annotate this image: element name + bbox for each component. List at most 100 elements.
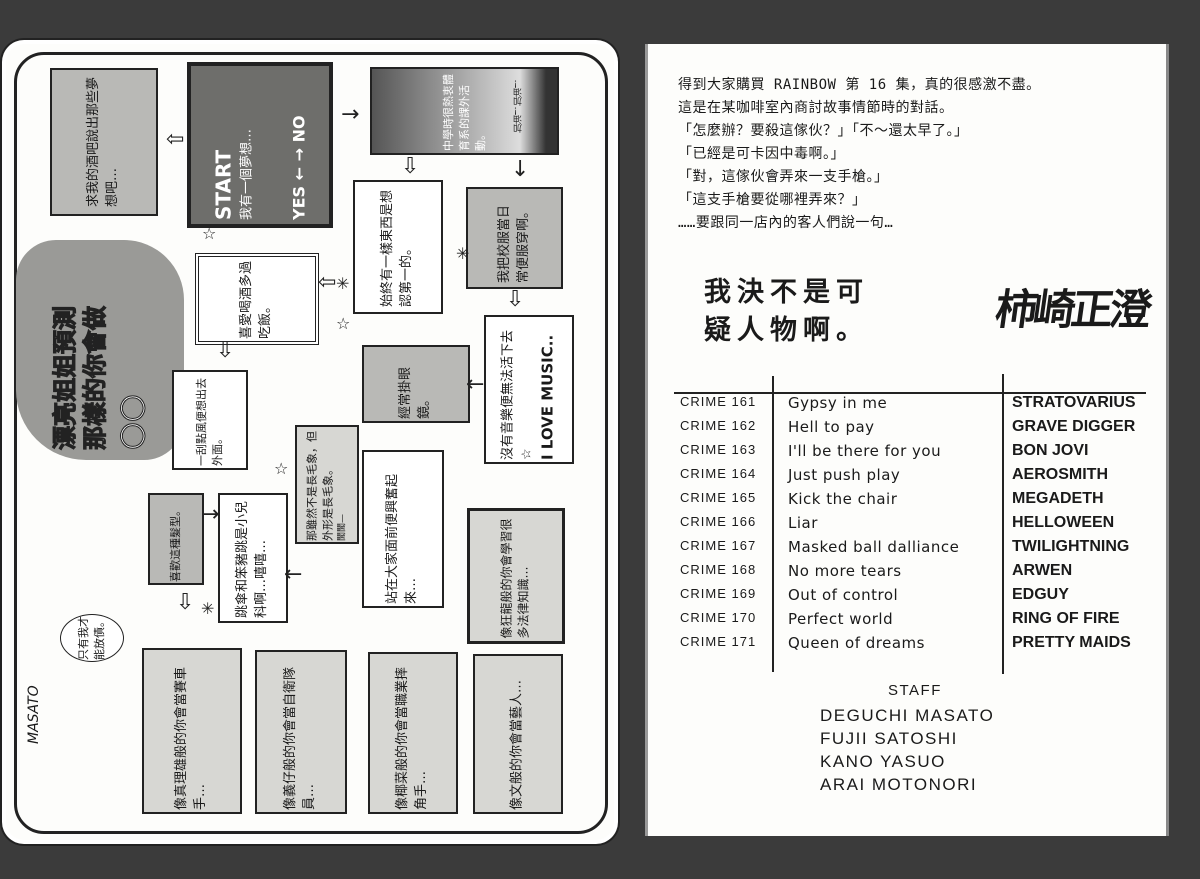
staff-heading: STAFF (888, 682, 942, 699)
arrow-icon: ⇩ (401, 154, 420, 179)
song-title-cell: Kick the chair (788, 490, 898, 508)
star-icon: ☆ (336, 314, 351, 333)
calligraphy-line-2: 疑人物啊。 (704, 315, 869, 346)
panel-text: 站在大家面前便興奮起來… (385, 473, 419, 604)
artist-cell: STRATOVARIUS (1012, 394, 1136, 411)
panel-text: 像狂龍般的你會學習很多法律知識… (499, 518, 531, 639)
music-logo: I LOVE MUSIC.. (537, 334, 556, 460)
panel-sports: 中學時很熱衷體育系的課外活動。 加油！加油！ (370, 67, 559, 155)
panel-entertainer: 像文般的你會當藝人… (473, 654, 563, 814)
song-title-cell: Liar (788, 514, 818, 532)
panel-racer: 像真理雄般的你會當賽車手… (142, 648, 242, 814)
panel-glasses: 經常掛眼鏡。 (362, 345, 470, 423)
chapter-cell: CRIME 171 (680, 634, 757, 649)
title-line-2: 那樣的你會做 (81, 306, 110, 451)
mammoth-caption: 聞聞— (337, 513, 348, 541)
arrow-icon: → (341, 102, 360, 127)
chapter-cell: CRIME 161 (680, 394, 757, 409)
panel-text: 一刮點風便想出去外面。 (195, 378, 224, 466)
song-title-cell: Perfect world (788, 610, 894, 628)
artist-cell: TWILIGHTNING (1012, 538, 1130, 555)
panel-text: 經常掛眼鏡。 (398, 366, 432, 419)
left-page-flowchart: 求我的酒吧說出那些夢想吧… START 我有一個夢想… YES ← → NO 中… (6, 44, 614, 840)
arrow-icon: ⇩ (176, 590, 195, 615)
artist-cell: ARWEN (1012, 562, 1073, 579)
panel-mammoth: 那雖然不是長毛象，但外形是長毛象。 聞聞— (295, 425, 359, 544)
author-signature: 柿崎正澄 (992, 285, 1152, 334)
panel-text: 像椰菜般的你會當職業摔角手… (395, 666, 429, 810)
arrow-icon: → (201, 502, 220, 527)
chapter-cell: CRIME 162 (680, 418, 757, 433)
title-mark: ○○ (111, 394, 150, 451)
song-title-cell: I'll be there for you (788, 442, 942, 460)
panel-text: 跳傘和笨豬跳是小兒科啊…嘻嘻… (235, 500, 269, 618)
table-row: CRIME 170 Perfect world RING OF FIRE (648, 610, 1166, 634)
panel-text: 像文般的你會當藝人… (509, 679, 525, 810)
arrow-icon: ⇦ (318, 270, 337, 295)
artist-cell: MEGADETH (1012, 490, 1104, 507)
table-divider (1002, 374, 1004, 674)
song-title-cell: Hell to pay (788, 418, 875, 436)
arrow-icon: ⇩ (216, 338, 235, 363)
staff-name: ARAI MOTONORI (820, 775, 978, 794)
table-row: CRIME 166 Liar HELLOWEEN (648, 514, 1166, 538)
arrow-icon: ⇩ (506, 287, 525, 312)
right-page-afterword: 得到大家購買 RAINBOW 第 16 集，真的很感激不盡。 這是在某咖啡室內商… (648, 44, 1166, 836)
artist-cell: BON JOVI (1012, 442, 1089, 459)
panel-stage: 站在大家面前便興奮起來… (362, 450, 444, 608)
panel-lawyer: 像狂龍般的你會學習很多法律知識… (467, 508, 565, 644)
asterisk-icon: ✳ (336, 274, 350, 293)
artist-cell: HELLOWEEN (1012, 514, 1115, 531)
panel-text: 像義仔般的你會當自衛隊員… (283, 666, 317, 810)
table-row: CRIME 168 No more tears ARWEN (648, 562, 1166, 586)
start-label: START (211, 149, 236, 220)
no-label: NO (289, 115, 309, 143)
chapter-cell: CRIME 168 (680, 562, 757, 577)
artist-credit: MASATO (26, 685, 42, 744)
chapter-cell: CRIME 170 (680, 610, 757, 625)
cheer-text: 加油！加油！ (514, 79, 524, 133)
song-title-cell: Queen of dreams (788, 634, 925, 652)
song-title-cell: No more tears (788, 562, 902, 580)
start-panel: START 我有一個夢想… YES ← → NO (187, 62, 333, 228)
song-title-cell: Just push play (788, 466, 901, 484)
intro-line: 得到大家購買 RAINBOW 第 16 集，真的很感激不盡。 (678, 77, 1041, 93)
title-line-1: 漂亮姐姐預測 (51, 306, 80, 451)
panel-music: 沒有音樂便無法活下去☆ I LOVE MUSIC.. (484, 315, 574, 464)
asterisk-icon: ✳ (456, 244, 470, 263)
arrow-icon: ⇦ (166, 127, 185, 152)
panel-uniform: 我把校服當日常便服穿啊。 (466, 187, 563, 289)
panel-text: 像真理雄般的你會當賽車手… (174, 666, 208, 810)
chapter-cell: CRIME 169 (680, 586, 757, 601)
song-title-cell: Masked ball dalliance (788, 538, 960, 556)
intro-line: 「已經是可卡因中毒啊。」 (678, 146, 845, 162)
artist-cell: AEROSMITH (1012, 466, 1108, 483)
panel-text: 我把校服當日常便服穿啊。 (496, 204, 531, 283)
artist-cell: GRAVE DIGGER (1012, 418, 1136, 435)
intro-line: ……要跟同一店內的客人們說一句… (678, 215, 894, 231)
table-divider (772, 376, 774, 672)
chapter-cell: CRIME 166 (680, 514, 757, 529)
staff-name: FUJII SATOSHI (820, 729, 958, 748)
panel-bar-dream: 求我的酒吧說出那些夢想吧… (50, 68, 158, 216)
staff-name: DEGUCHI MASATO (820, 706, 995, 725)
artist-cell: RING OF FIRE (1012, 610, 1120, 627)
arrow-icon: ← (284, 562, 303, 587)
artist-cell: EDGUY (1012, 586, 1069, 603)
panel-text: 喜愛喝酒多過吃飯。 (239, 260, 273, 339)
panel-wrestler: 像椰菜般的你會當職業摔角手… (368, 652, 458, 814)
panel-soldier: 像義仔般的你會當自衛隊員… (255, 650, 347, 814)
star-icon: ☆ (202, 224, 217, 243)
start-text: 我有一個夢想… (239, 128, 255, 220)
speech-text: 只有我才能放債。 (77, 616, 106, 660)
chapter-cell: CRIME 164 (680, 466, 757, 481)
panel-first: 始終有一樣東西是想認第一的。 (353, 180, 443, 314)
intro-line: 「怎麼辦？要殺這傢伙？」「不～還太早了。」 (678, 123, 969, 139)
asterisk-icon: ✳ (201, 599, 215, 618)
arrow-icon: ↓ (511, 157, 530, 182)
